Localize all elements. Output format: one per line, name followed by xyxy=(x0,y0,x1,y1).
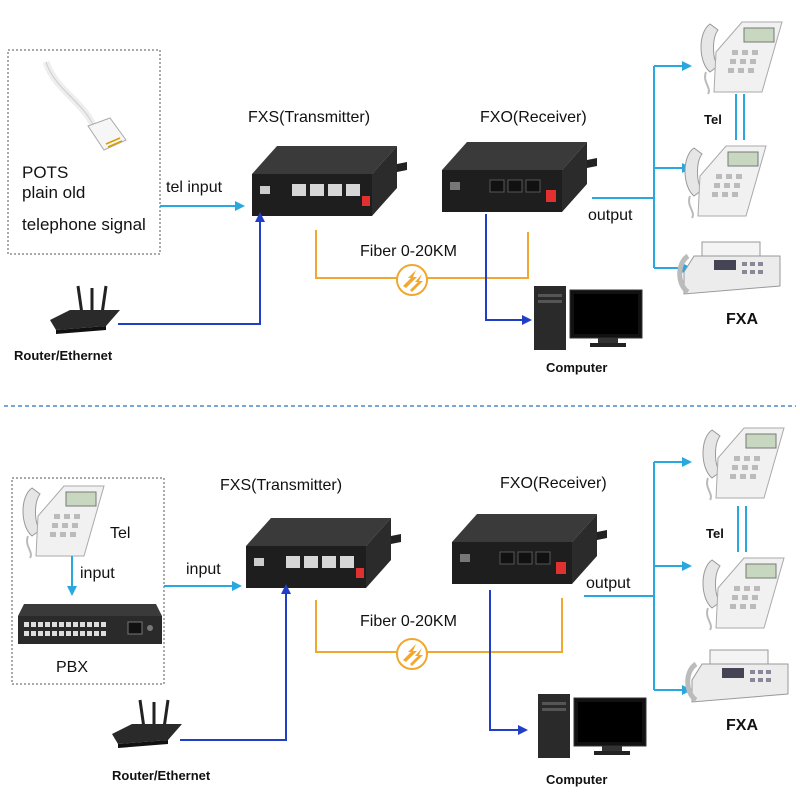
fxs-transmitter-device xyxy=(252,146,407,216)
fxo-receiver-device xyxy=(451,513,608,585)
fax-icon xyxy=(688,650,788,702)
fxo-receiver-device xyxy=(441,141,598,213)
tel-label: Tel xyxy=(704,112,722,127)
tel-input-label: tel input xyxy=(166,179,223,196)
computer-line xyxy=(485,214,532,325)
telephone-icon-2 xyxy=(702,557,785,631)
router-label: Router/Ethernet xyxy=(14,348,113,363)
fxo-title: FXO(Receiver) xyxy=(500,475,607,492)
input-label: input xyxy=(186,561,221,578)
fax-icon xyxy=(680,242,780,294)
fxa-label: FXA xyxy=(726,311,758,328)
fiber-label: Fiber 0-20KM xyxy=(360,243,457,260)
computer-label: Computer xyxy=(546,772,607,787)
router-icon xyxy=(110,698,184,750)
output-label: output xyxy=(586,575,631,592)
telephone-icon-box xyxy=(22,485,105,559)
pbx-label: PBX xyxy=(56,659,88,676)
bottom-panel: Tel input PBX input FXS(Transmitter) FXO… xyxy=(11,427,788,787)
router-icon xyxy=(48,284,122,336)
fiber-line xyxy=(315,598,563,653)
fxa-label: FXA xyxy=(726,717,758,734)
fiber-label: Fiber 0-20KM xyxy=(360,613,457,630)
box-input-label: input xyxy=(80,565,115,582)
telephone-signal-label: telephone signal xyxy=(22,215,146,234)
rj11-plug-icon xyxy=(46,62,126,150)
fxs-title: FXS(Transmitter) xyxy=(220,477,342,494)
fiber-link-icon xyxy=(396,264,428,296)
fxo-title: FXO(Receiver) xyxy=(480,109,587,126)
computer-line xyxy=(489,590,528,735)
ethernet-line xyxy=(118,212,265,325)
computer-icon xyxy=(537,693,647,759)
pots-label: POTS xyxy=(22,163,68,182)
router-label: Router/Ethernet xyxy=(112,768,211,783)
telephone-icon-2 xyxy=(684,145,767,219)
fiber-link-icon xyxy=(396,638,428,670)
telephone-icon-1 xyxy=(702,427,785,501)
pots-source-box xyxy=(7,49,161,255)
pbx-source-box xyxy=(11,477,165,685)
plain-old-label: plain old xyxy=(22,183,85,202)
top-panel: POTS plain old telephone signal tel inpu… xyxy=(7,21,783,375)
tel-label: Tel xyxy=(706,526,724,541)
computer-label: Computer xyxy=(546,360,607,375)
box-tel-label: Tel xyxy=(110,525,130,542)
fxs-title: FXS(Transmitter) xyxy=(248,109,370,126)
ethernet-line xyxy=(180,584,291,741)
output-label: output xyxy=(588,207,633,224)
telephone-icon-1 xyxy=(700,21,783,95)
computer-icon xyxy=(533,285,643,351)
fxs-transmitter-device xyxy=(246,518,401,588)
pbx-icon xyxy=(17,603,163,645)
